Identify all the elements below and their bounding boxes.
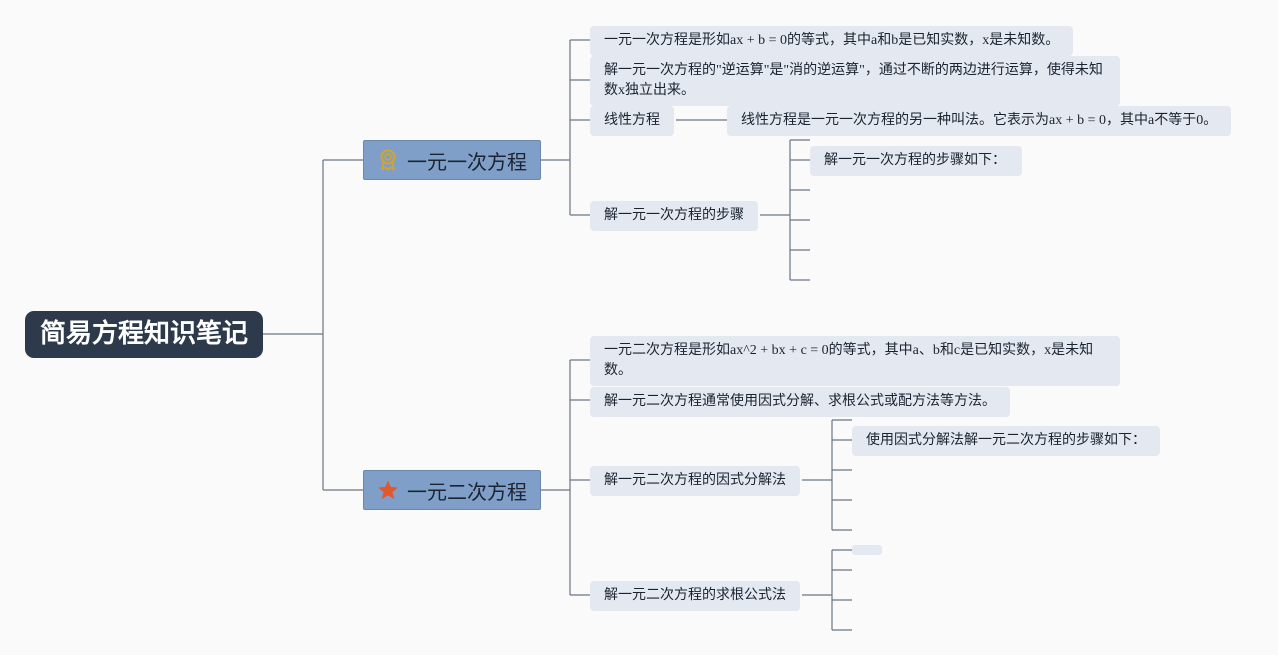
star-icon xyxy=(377,479,399,501)
branch-title: 一元一次方程 xyxy=(407,149,527,174)
leaf-solving-steps[interactable]: 解一元一次方程的步骤 xyxy=(590,201,758,231)
leaf-factoring-steps-intro[interactable]: 使用因式分解法解一元二次方程的步骤如下： xyxy=(852,426,1160,456)
leaf-definition[interactable]: 一元一次方程是形如ax + b = 0的等式，其中a和b是已知实数，x是未知数。 xyxy=(590,26,1074,56)
leaf-quadratic-definition[interactable]: 一元二次方程是形如ax^2 + bx + c = 0的等式，其中a、b和c是已知… xyxy=(590,336,1120,386)
branch-quadratic-equation[interactable]: 一元二次方程 xyxy=(363,470,541,510)
leaf-quadratic-formula-method[interactable]: 解一元二次方程的求根公式法 xyxy=(590,581,800,611)
leaf-steps-intro[interactable]: 解一元一次方程的步骤如下： xyxy=(810,146,1022,176)
leaf-linear-equation-detail[interactable]: 线性方程是一元一次方程的另一种叫法。它表示为ax + b = 0，其中a不等于0… xyxy=(727,106,1232,136)
branch-linear-equation[interactable]: 一元一次方程 xyxy=(363,140,541,180)
leaf-linear-equation[interactable]: 线性方程 xyxy=(590,106,674,136)
medal-icon xyxy=(377,149,399,171)
branch-title: 一元二次方程 xyxy=(407,479,527,504)
leaf-factoring-method[interactable]: 解一元二次方程的因式分解法 xyxy=(590,466,800,496)
root-topic[interactable]: 简易方程知识笔记 xyxy=(25,311,263,358)
leaf-inverse-operation[interactable]: 解一元一次方程的"逆运算"是"消的逆运算"，通过不断的两边进行运算，使得未知数x… xyxy=(590,56,1120,106)
leaf-solution-methods[interactable]: 解一元二次方程通常使用因式分解、求根公式或配方法等方法。 xyxy=(590,387,1010,417)
